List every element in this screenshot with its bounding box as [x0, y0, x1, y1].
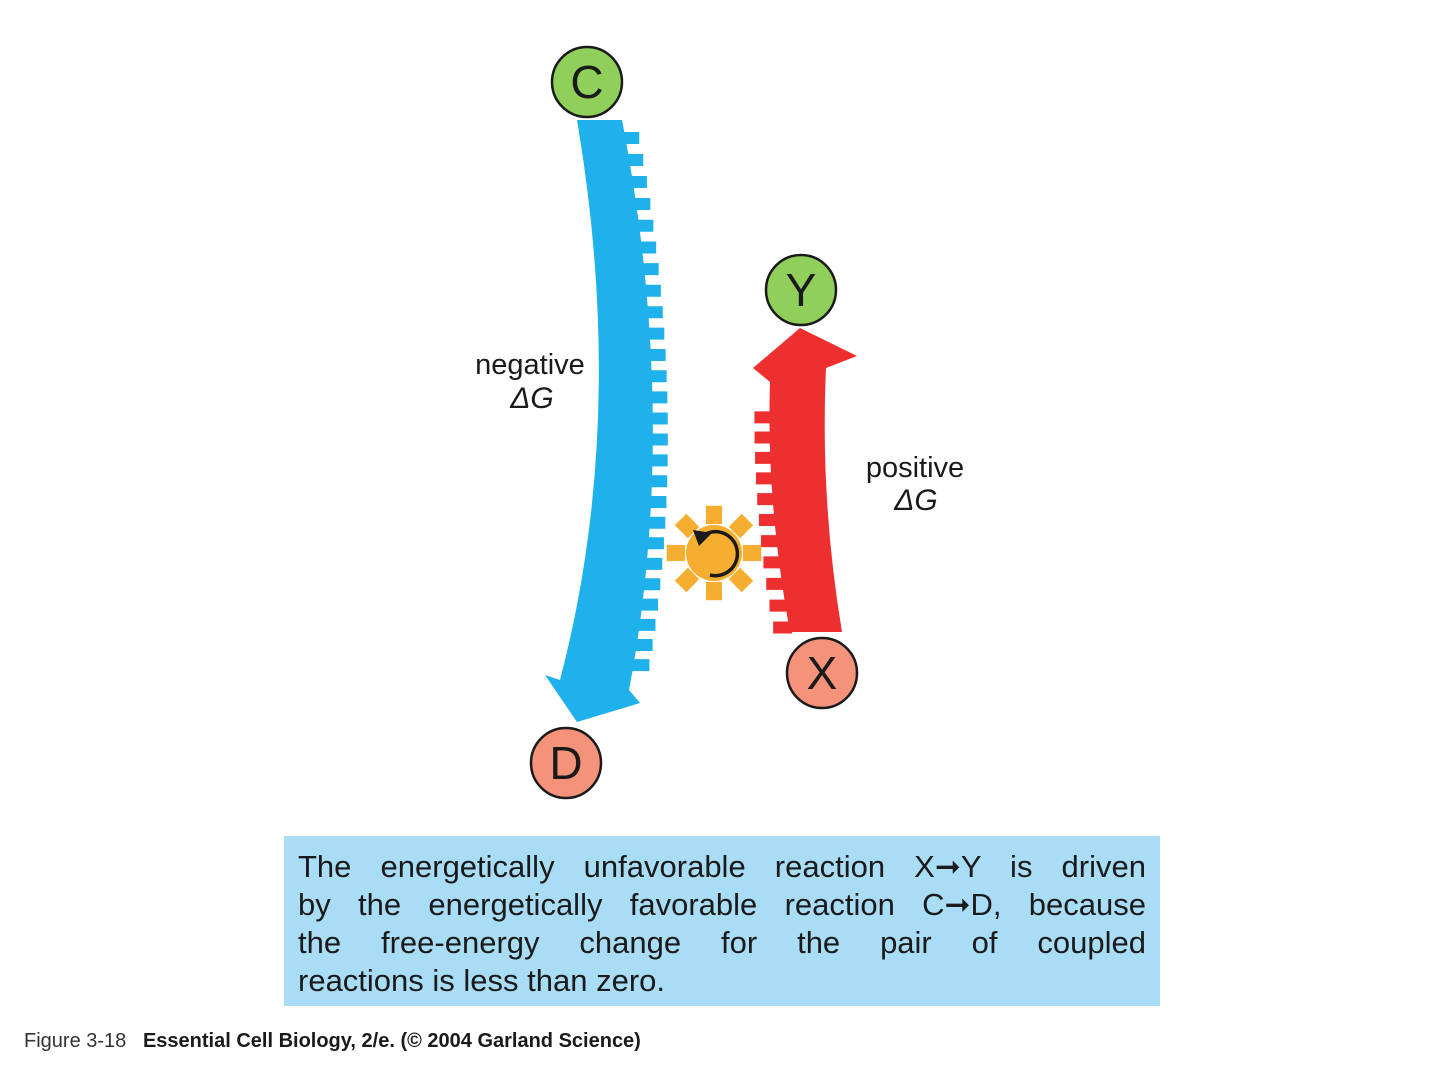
positive-label: positive — [866, 452, 964, 484]
node-d: D — [529, 726, 603, 800]
figure-number: Figure 3-18 — [24, 1030, 127, 1052]
node-x-label: X — [807, 647, 838, 699]
caption-line-1: The energetically unfavorable reaction X… — [298, 849, 1146, 884]
node-c-label: C — [570, 56, 603, 108]
negative-delta-g: ΔG — [509, 382, 553, 415]
caption-box: The energetically unfavorable reaction X… — [284, 836, 1160, 1006]
node-y-label: Y — [786, 264, 817, 316]
node-y: Y — [764, 253, 838, 327]
node-c: C — [550, 45, 624, 119]
positive-delta-g: ΔG — [893, 484, 937, 517]
node-x: X — [785, 636, 859, 710]
negative-label: negative — [475, 349, 585, 381]
figure-source: Essential Cell Biology, 2/e. (© 2004 Gar… — [142, 1030, 641, 1052]
favorable-reaction-arrow — [545, 120, 668, 722]
caption-line-4: reactions is less than zero. — [298, 963, 666, 998]
caption-line-2: by the energetically favorable reaction … — [298, 887, 1146, 922]
unfavorable-reaction-arrow — [753, 328, 857, 634]
gear-icon — [666, 505, 762, 601]
rotation-arrow-icon — [693, 530, 740, 578]
node-d-label: D — [549, 737, 582, 789]
figure-credit: Figure 3-18 Essential Cell Biology, 2/e.… — [24, 1030, 641, 1053]
caption-line-3: the free-energy change for the pair of c… — [298, 925, 1146, 960]
